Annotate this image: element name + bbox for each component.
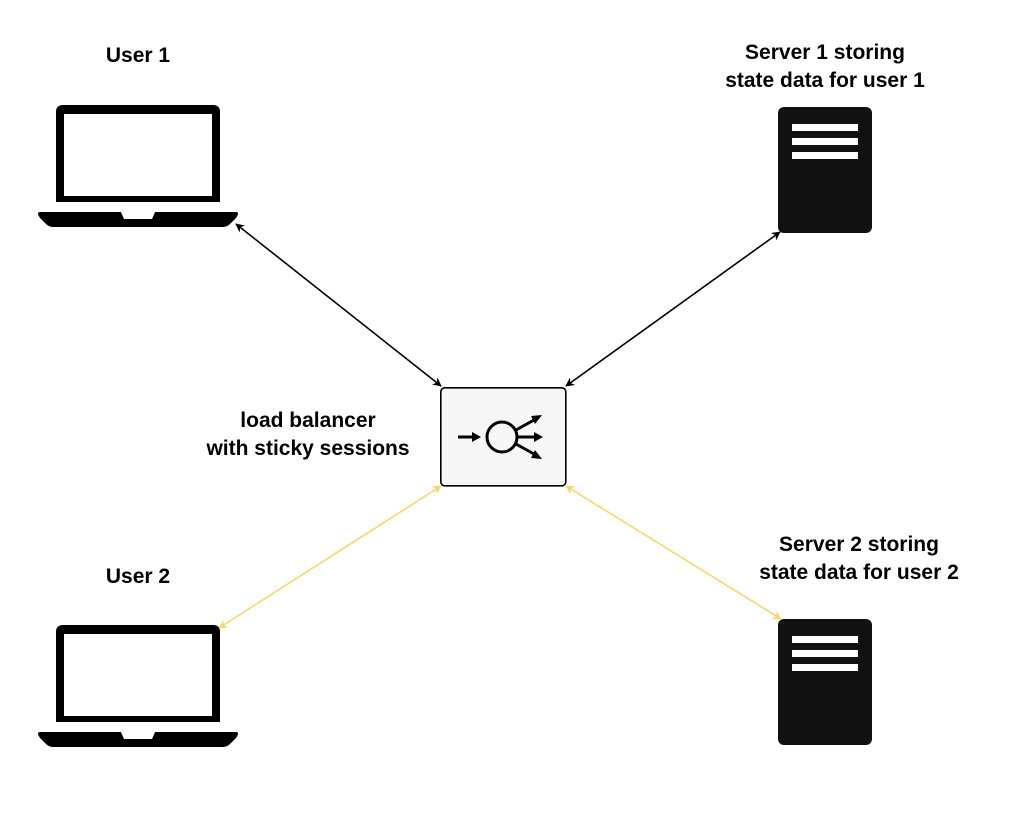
load-balancer-label-line: with sticky sessions (206, 437, 410, 460)
connection-server2-lb (565, 485, 782, 620)
server-icon (778, 619, 872, 745)
server1-label-line: state data for user 1 (725, 69, 925, 92)
server2-label-line: state data for user 2 (759, 561, 959, 584)
server-icon (778, 107, 872, 233)
user2-label: User 2 (105, 565, 171, 588)
load-balancer-label-line: load balancer (240, 409, 376, 432)
server1-label: Server 1 storing state data for user 1 (690, 39, 960, 95)
load-balancer-node (440, 387, 567, 487)
connection-server1-lb (565, 231, 781, 387)
user1-label: User 1 (105, 44, 171, 67)
server2-label: Server 2 storing state data for user 2 (724, 531, 994, 587)
connection-user1-lb (235, 223, 442, 387)
load-balancer-icon (458, 415, 543, 459)
load-balancer-label: load balancer with sticky sessions (178, 407, 438, 463)
server1-label-line: Server 1 storing (745, 41, 905, 64)
connection-user2-lb (218, 485, 442, 629)
laptop-icon (38, 625, 238, 747)
server2-label-line: Server 2 storing (779, 533, 939, 556)
laptop-icon (38, 105, 238, 227)
